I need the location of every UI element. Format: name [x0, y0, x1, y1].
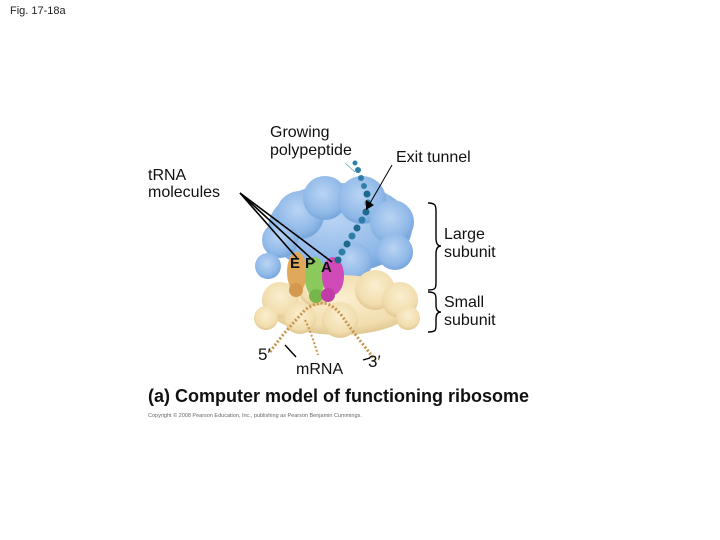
growing-polypeptide-label: Growing polypeptide	[270, 124, 352, 159]
trna-p-site	[305, 257, 325, 303]
trna-e-site	[287, 252, 307, 297]
exit-tunnel-label: Exit tunnel	[396, 149, 471, 166]
trna-a-site	[321, 257, 344, 302]
copyright-notice: Copyright © 2008 Pearson Education, Inc.…	[148, 413, 362, 419]
figure-caption: (a) Computer model of functioning riboso…	[148, 386, 529, 406]
five-prime-label: 5′	[258, 345, 271, 364]
large-subunit-brace	[427, 202, 442, 291]
e-site-label: E	[290, 255, 301, 272]
mrna-label: mRNA	[296, 361, 344, 378]
figure-number: Fig. 17-18a	[10, 5, 66, 17]
mrna-strand-inner	[304, 319, 319, 356]
leader-lines	[239, 162, 393, 361]
large-subunit-label: Large subunit	[444, 226, 496, 261]
polypeptide-chain	[334, 160, 372, 264]
mrna-strand	[268, 301, 378, 363]
three-prime-label: 3′	[368, 352, 381, 371]
trna-molecules-label: tRNA molecules	[148, 167, 221, 201]
p-site-label: P	[305, 255, 316, 272]
exit-tunnel-arrowhead	[366, 200, 374, 210]
a-site-label: A	[321, 259, 332, 276]
small-subunit-brace	[427, 291, 442, 333]
small-subunit-label: Small subunit	[444, 294, 496, 329]
large-subunit	[255, 176, 414, 282]
